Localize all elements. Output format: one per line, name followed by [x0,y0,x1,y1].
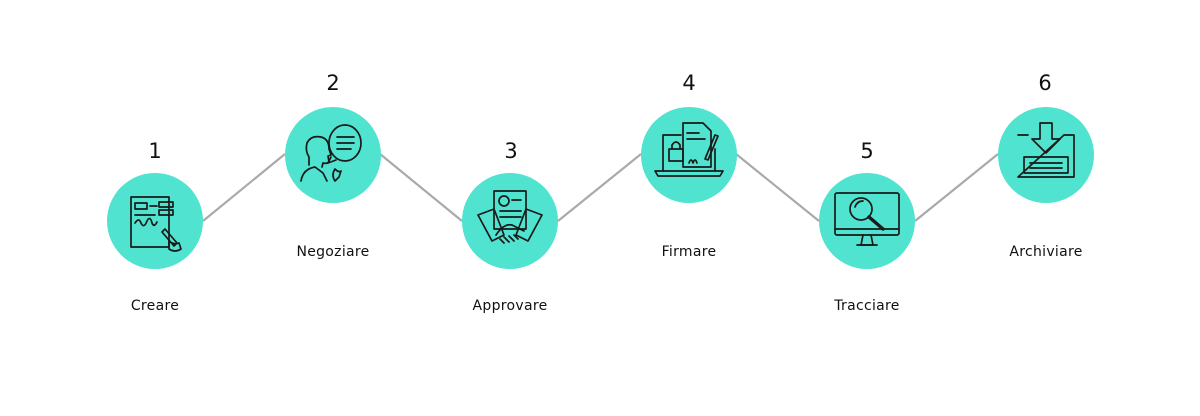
step-6-label: Archiviare [1009,244,1083,260]
step-2-circle [285,107,381,203]
step-1-number: 1 [148,139,162,163]
connector-3-4 [557,153,642,222]
step-3-number: 3 [504,139,518,163]
step-4-circle [641,107,737,203]
step-2-number: 2 [326,71,340,95]
step-5-label: Tracciare [834,298,900,314]
connector-1-2 [202,153,286,222]
step-3-circle [462,173,558,269]
step-1-circle [107,173,203,269]
step-1-label: Creare [130,298,180,314]
step-6-circle [998,107,1094,203]
monitor-magnifier-icon [834,192,900,246]
step-4-label: Firmare [661,244,717,260]
document-signing-icon [130,196,182,252]
step-5-circle [819,173,915,269]
archive-download-icon [1017,122,1075,178]
step-2-label: Negoziare [296,244,370,260]
person-speech-bubble-icon [300,124,362,182]
laptop-lock-signature-icon [654,122,724,177]
handshake-document-icon [477,190,543,244]
connector-5-6 [914,153,999,222]
connector-4-5 [735,153,820,222]
connector-2-3 [379,153,463,222]
step-4-number: 4 [682,71,696,95]
step-3-label: Approvare [472,298,548,314]
step-5-number: 5 [860,139,874,163]
step-6-number: 6 [1038,71,1052,95]
